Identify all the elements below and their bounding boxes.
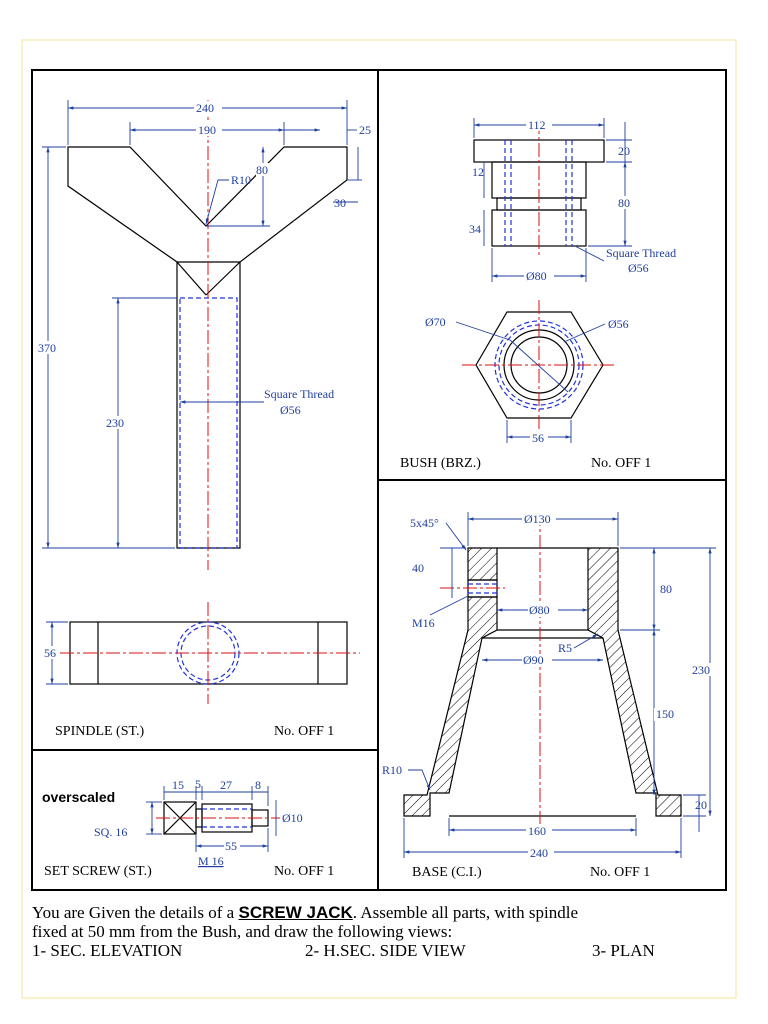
dim-56w: 56 bbox=[532, 431, 544, 445]
dim-dia80: Ø80 bbox=[529, 603, 550, 617]
dim-240: 240 bbox=[196, 101, 214, 115]
base-view: Ø130 5x45° 40 M16 Ø80 Ø90 R5 80 150 230 … bbox=[382, 512, 716, 880]
dim-15: 15 bbox=[172, 778, 184, 792]
spindle-chamfer-right bbox=[205, 261, 241, 296]
dim-230: 230 bbox=[692, 663, 710, 677]
screw-jack-heading: SCREW JACK bbox=[238, 903, 353, 922]
instruction-line-1: You are Given the details of a SCREW JAC… bbox=[32, 903, 732, 922]
dim-150: 150 bbox=[656, 707, 674, 721]
bush-view: 112 20 80 12 34 Ø80 Square Thread Ø56 Ø7… bbox=[400, 118, 676, 471]
leader-56 bbox=[563, 323, 606, 343]
dim-30: 30 bbox=[334, 196, 346, 210]
dim-70: Ø70 bbox=[425, 315, 446, 329]
dim-8: 8 bbox=[255, 778, 261, 792]
dim-12: 12 bbox=[472, 165, 484, 179]
dim-56: 56 bbox=[44, 646, 56, 660]
leader-chamfer bbox=[445, 522, 467, 551]
dim-370: 370 bbox=[38, 341, 56, 355]
assignment-instructions: You are Given the details of a SCREW JAC… bbox=[32, 903, 732, 960]
dim-r10: R10 bbox=[231, 173, 251, 187]
leader-70 bbox=[455, 321, 511, 341]
dim-dia56: Ø56 bbox=[608, 317, 629, 331]
instruction-text: . Assemble all parts, with spindle bbox=[352, 903, 579, 922]
leader-bush-thread bbox=[574, 245, 605, 262]
leader-r5 bbox=[573, 633, 599, 649]
dim-80: 80 bbox=[618, 196, 630, 210]
leader-r10 bbox=[408, 769, 431, 791]
spindle-thread-label: Square Thread bbox=[264, 387, 334, 401]
set-screw-view: overscaled 15 5 27 8 Ø10 SQ. 16 55 M 16 … bbox=[42, 777, 334, 879]
dim-dia80: Ø80 bbox=[526, 269, 547, 283]
dim-55: 55 bbox=[225, 839, 237, 853]
dim-m16: M16 bbox=[412, 616, 435, 630]
base-right-section bbox=[587, 547, 682, 817]
dim-chamfer: 5x45° bbox=[410, 516, 439, 530]
dim-80: 80 bbox=[660, 582, 672, 596]
set-screw-title: SET SCREW (ST.) bbox=[44, 864, 152, 879]
view-2: 2- H.SEC. SIDE VIEW bbox=[305, 941, 466, 960]
dim-m16: M 16 bbox=[198, 854, 224, 868]
leader-r10 bbox=[205, 179, 229, 225]
dim-dia10: Ø10 bbox=[282, 811, 303, 825]
base-count: No. OFF 1 bbox=[590, 865, 650, 880]
dim-dia90: Ø90 bbox=[523, 653, 544, 667]
dim-sq16: SQ. 16 bbox=[94, 825, 127, 839]
dim-5: 5 bbox=[195, 777, 201, 791]
page-border bbox=[21, 39, 737, 999]
spindle-chamfer-left bbox=[176, 261, 207, 296]
dim-20: 20 bbox=[618, 144, 630, 158]
dim-25: 25 bbox=[359, 123, 371, 137]
dim-34: 34 bbox=[469, 222, 481, 236]
spindle-title: SPINDLE (ST.) bbox=[55, 724, 145, 739]
view-1: 1- SEC. ELEVATION bbox=[32, 941, 183, 960]
bush-thread-dia: Ø56 bbox=[628, 261, 649, 275]
instruction-line-2: fixed at 50 mm from the Bush, and draw t… bbox=[32, 922, 453, 941]
set-screw-count: No. OFF 1 bbox=[274, 864, 334, 879]
leader-m16 bbox=[429, 595, 469, 616]
spindle-body bbox=[67, 146, 348, 549]
dim-112: 112 bbox=[528, 118, 546, 132]
dim-160: 160 bbox=[528, 824, 546, 838]
required-views: 1- SEC. ELEVATION 2- H.SEC. SIDE VIEW 3-… bbox=[32, 941, 732, 960]
dim-240: 240 bbox=[530, 846, 548, 860]
spindle-view: 240 190 25 R10 80 30 370 230 Square Thre… bbox=[36, 100, 371, 739]
dim-40: 40 bbox=[412, 561, 424, 575]
instruction-text: You are Given the details of a bbox=[32, 903, 239, 922]
dim-r10: R10 bbox=[382, 763, 402, 777]
bush-thread-label: Square Thread bbox=[606, 246, 676, 260]
dim-80: 80 bbox=[256, 163, 268, 177]
overscaled-note: overscaled bbox=[42, 789, 115, 805]
bush-title: BUSH (BRZ.) bbox=[400, 456, 481, 471]
dim-230: 230 bbox=[106, 416, 124, 430]
spindle-count: No. OFF 1 bbox=[274, 724, 334, 739]
dim-dia130: Ø130 bbox=[524, 512, 551, 526]
bush-count: No. OFF 1 bbox=[591, 456, 651, 471]
base-title: BASE (C.I.) bbox=[412, 865, 482, 880]
view-3: 3- PLAN bbox=[592, 941, 655, 960]
dim-190: 190 bbox=[198, 123, 216, 137]
spindle-thread-dia: Ø56 bbox=[280, 403, 301, 417]
dim-r5: R5 bbox=[558, 641, 572, 655]
dim-20: 20 bbox=[695, 798, 707, 812]
dim-27: 27 bbox=[220, 778, 232, 792]
